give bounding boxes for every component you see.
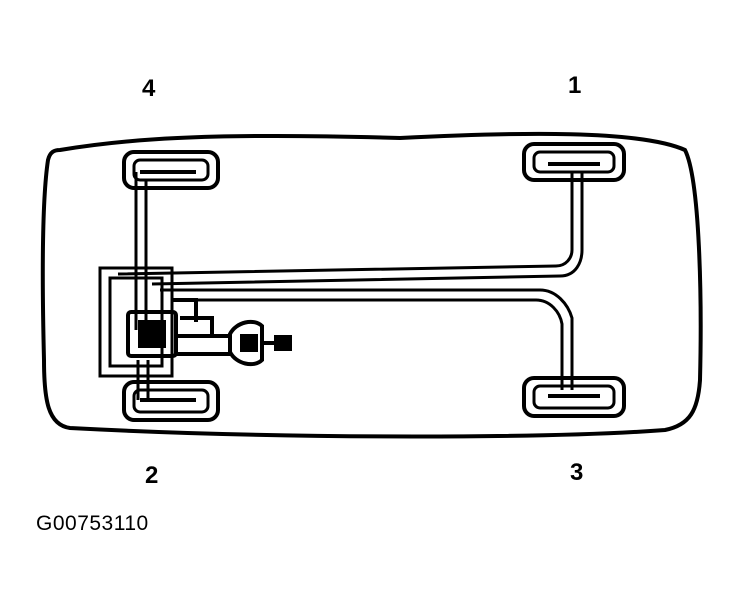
figure-id: G00753110 bbox=[36, 512, 149, 535]
brake-line-rear-left bbox=[136, 360, 150, 400]
brake-line-rear-right bbox=[160, 288, 574, 390]
master-cylinder bbox=[126, 298, 232, 358]
brake-line-front-right bbox=[117, 172, 584, 286]
wheel-front-left bbox=[122, 150, 220, 190]
brake-line-front-left bbox=[134, 172, 148, 330]
wheel-label-front-left: 4 bbox=[142, 75, 156, 102]
wheel-rear-left bbox=[122, 380, 220, 422]
wheel-front-right bbox=[522, 142, 626, 182]
wheel-rear-right bbox=[522, 376, 626, 418]
vehicle-body-outline bbox=[40, 131, 703, 439]
brake-booster bbox=[228, 319, 292, 367]
wheel-label-rear-left: 2 bbox=[145, 462, 159, 489]
wheel-label-rear-right: 3 bbox=[570, 459, 584, 486]
wheel-label-front-right: 1 bbox=[568, 72, 582, 99]
